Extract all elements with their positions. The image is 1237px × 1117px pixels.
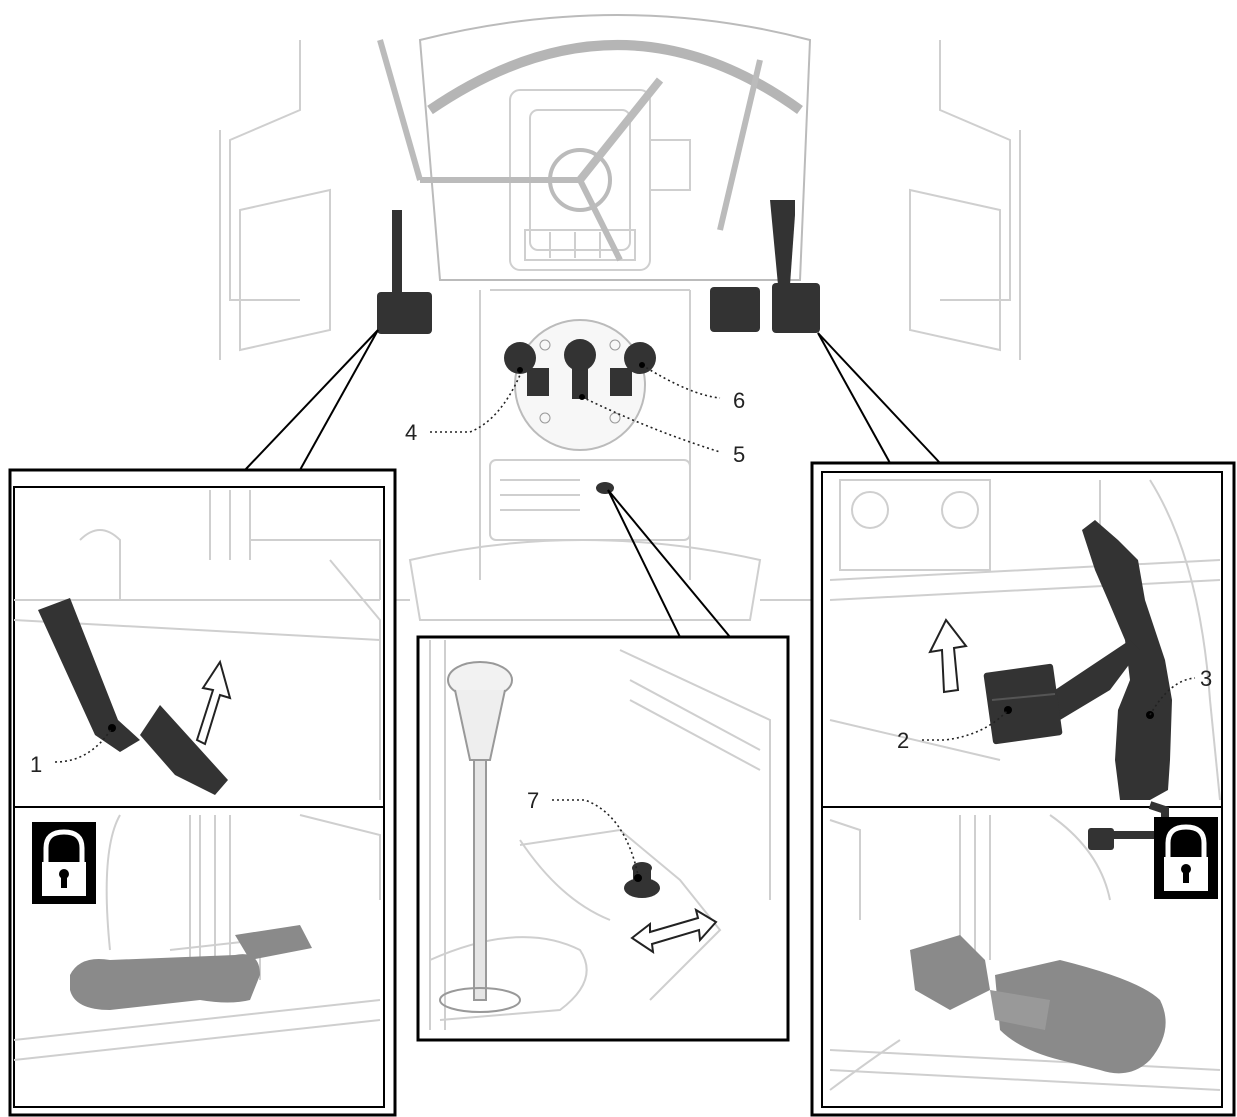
callout-7: 7 [527, 788, 539, 813]
center-detail-panel [418, 637, 788, 1040]
pedal-left-overview[interactable] [377, 210, 432, 334]
callout-4: 4 [405, 420, 417, 445]
lock-icon [1154, 817, 1218, 899]
callout-5: 5 [733, 442, 745, 467]
right-detail-panel [812, 463, 1234, 1115]
knob-7-small[interactable] [596, 482, 614, 494]
callout-2: 2 [897, 728, 909, 753]
callout-1: 1 [30, 752, 42, 777]
left-detail-panel [10, 470, 395, 1115]
callout-6: 6 [733, 388, 745, 413]
callout-3: 3 [1200, 666, 1212, 691]
pedal-right-b-overview[interactable] [770, 200, 820, 333]
pedal-right-a-overview[interactable] [710, 287, 760, 332]
lock-icon [32, 822, 96, 904]
